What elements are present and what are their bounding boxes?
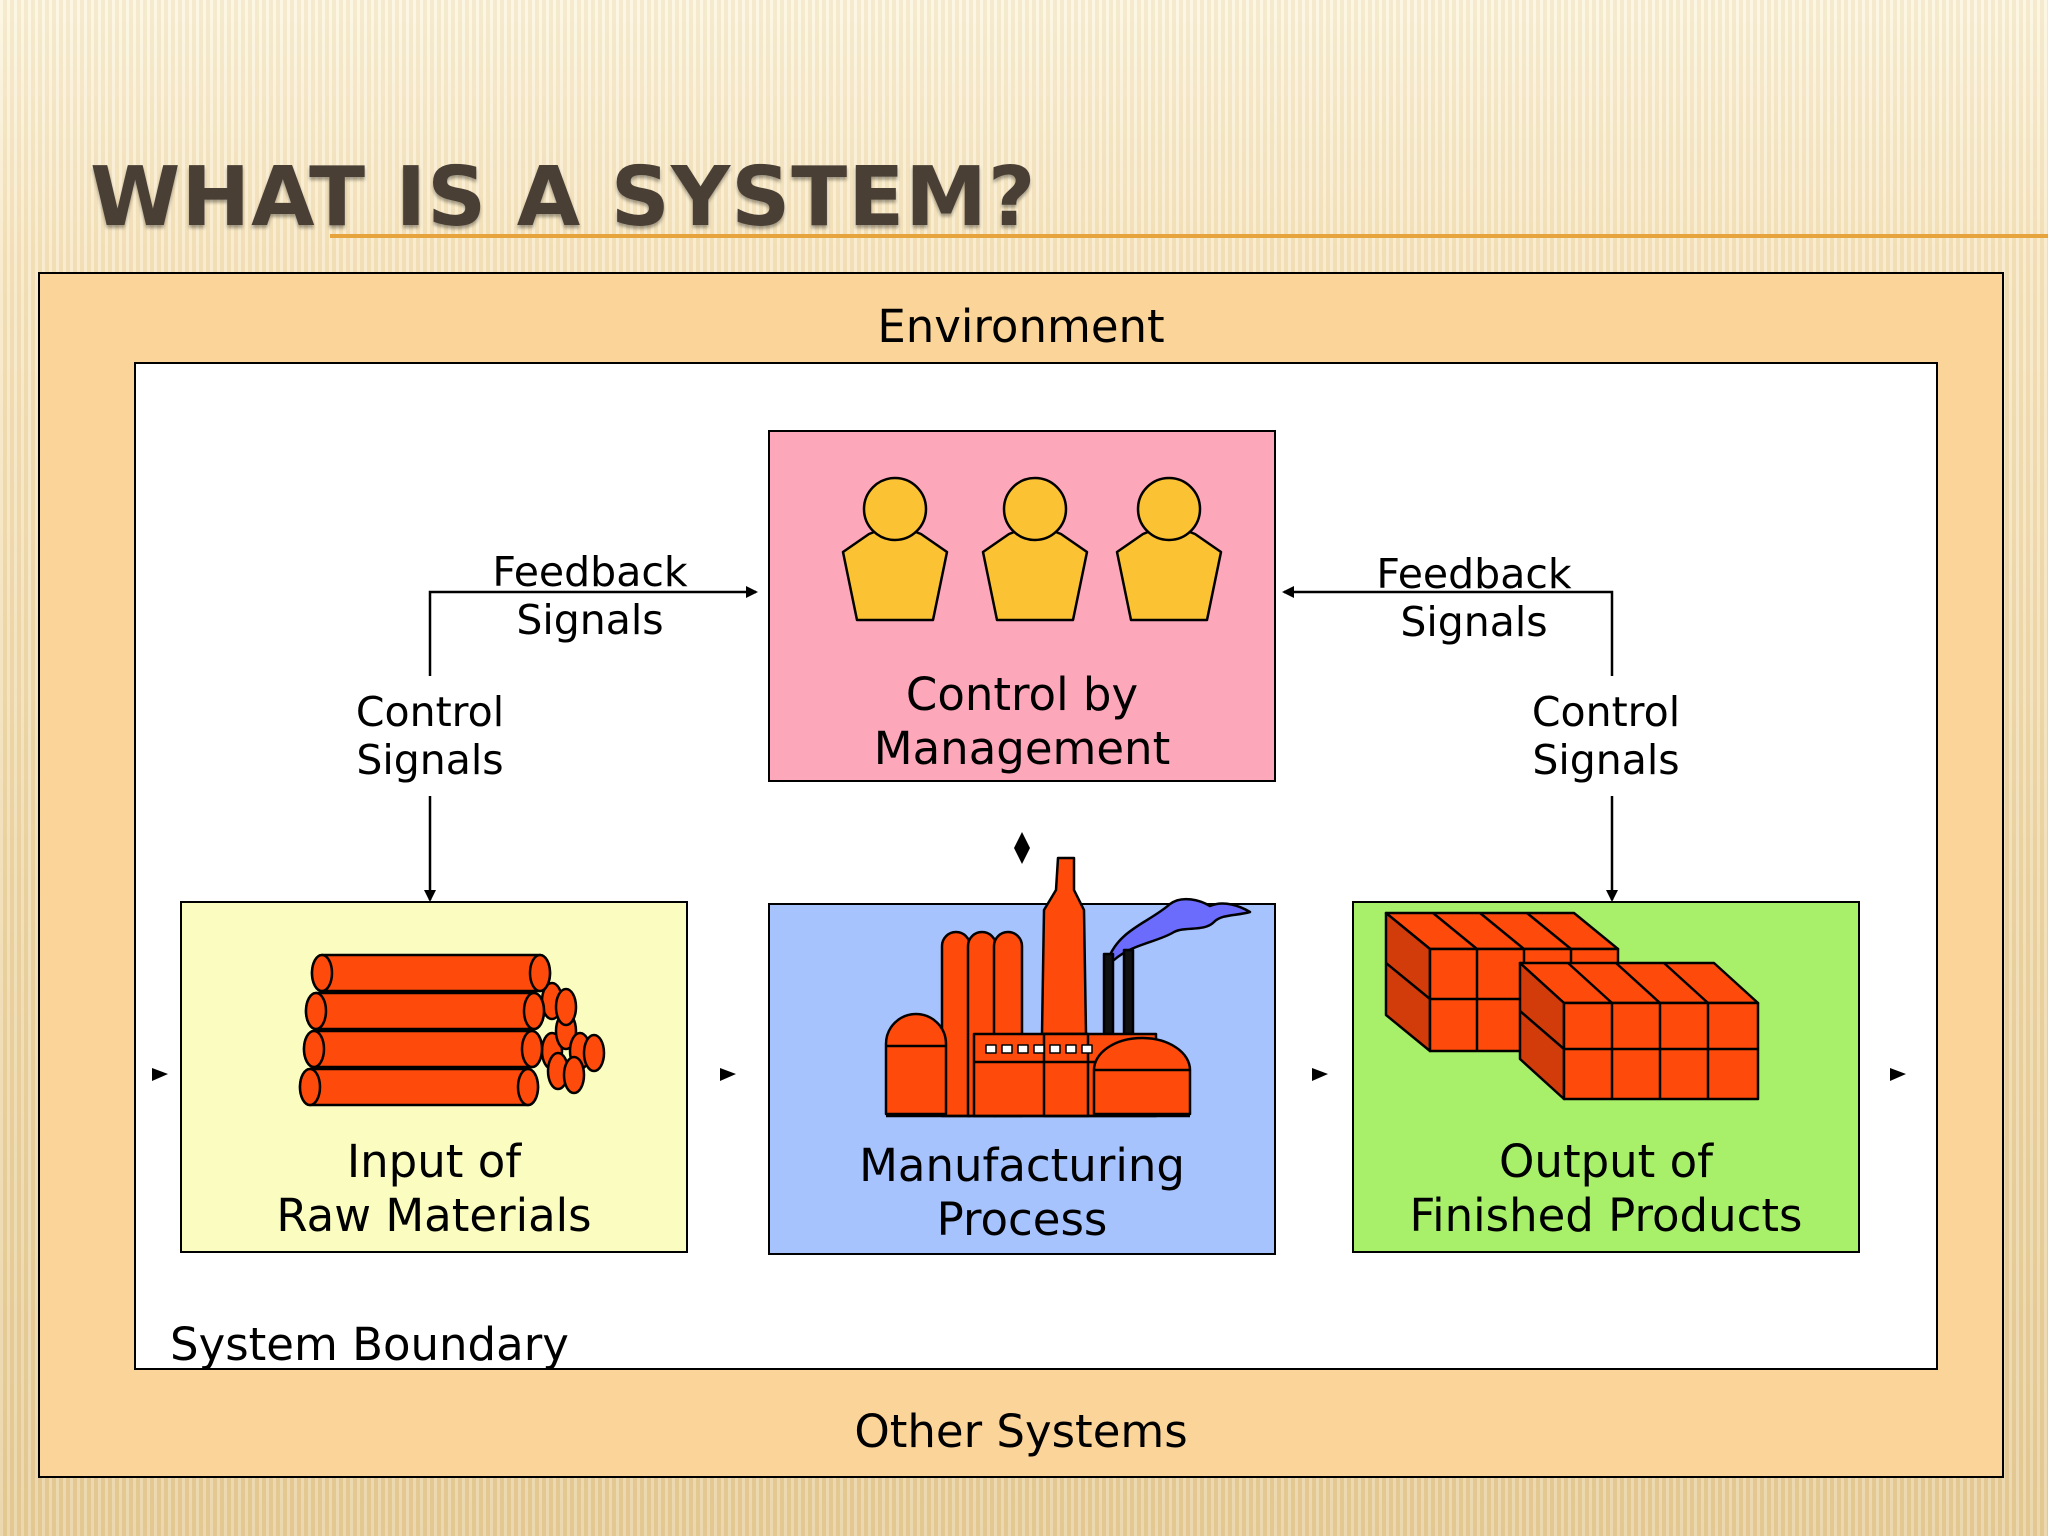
management-label-line1: Control by <box>905 668 1139 721</box>
logs-icon <box>298 953 606 1107</box>
people-icon <box>841 476 1223 622</box>
input-label-line2: Raw Materials <box>276 1189 592 1242</box>
left-control-label-line2: Signals <box>356 736 504 784</box>
flow-arrow-4 <box>1890 1068 1906 1081</box>
title-underline <box>330 234 2048 238</box>
system-boundary-label: System Boundary <box>170 1318 569 1371</box>
boxes-icon <box>1384 911 1760 1101</box>
right-feedback-connector <box>1282 586 1614 676</box>
left-control-label-line1: Control <box>355 688 505 736</box>
output-label-line1: Output of <box>1499 1135 1713 1188</box>
process-label-line2: Process <box>936 1193 1108 1246</box>
page-title: WHAT IS A SYSTEM? <box>90 150 1037 245</box>
left-feedback-connector <box>428 586 758 676</box>
left-feedback-label-line2: Signals <box>516 596 664 644</box>
right-feedback-label-line2: Signals <box>1400 598 1548 646</box>
right-control-label-line2: Signals <box>1532 736 1680 784</box>
flow-arrow-1 <box>152 1068 168 1081</box>
flow-arrow-3 <box>1312 1068 1328 1081</box>
flow-arrow-2 <box>720 1068 736 1081</box>
flow-arrowheads <box>152 832 1906 1081</box>
process-to-management-arrow <box>1014 832 1030 864</box>
management-node: Control by Management <box>768 430 1276 782</box>
right-control-label-line1: Control <box>1531 688 1681 736</box>
output-node: Output of Finished Products <box>1352 901 1860 1253</box>
input-node: Input of Raw Materials <box>180 901 688 1253</box>
left-feedback-label-line1: Feedback <box>492 548 688 596</box>
process-label-line1: Manufacturing <box>859 1139 1185 1192</box>
environment-label: Environment <box>877 300 1165 353</box>
output-label-line2: Finished Products <box>1409 1189 1803 1242</box>
factory-icon <box>884 856 1252 1118</box>
input-label-line1: Input of <box>346 1135 522 1188</box>
right-feedback-label-line1: Feedback <box>1376 550 1572 598</box>
management-label-line2: Management <box>873 722 1171 775</box>
other-systems-label: Other Systems <box>854 1405 1188 1458</box>
